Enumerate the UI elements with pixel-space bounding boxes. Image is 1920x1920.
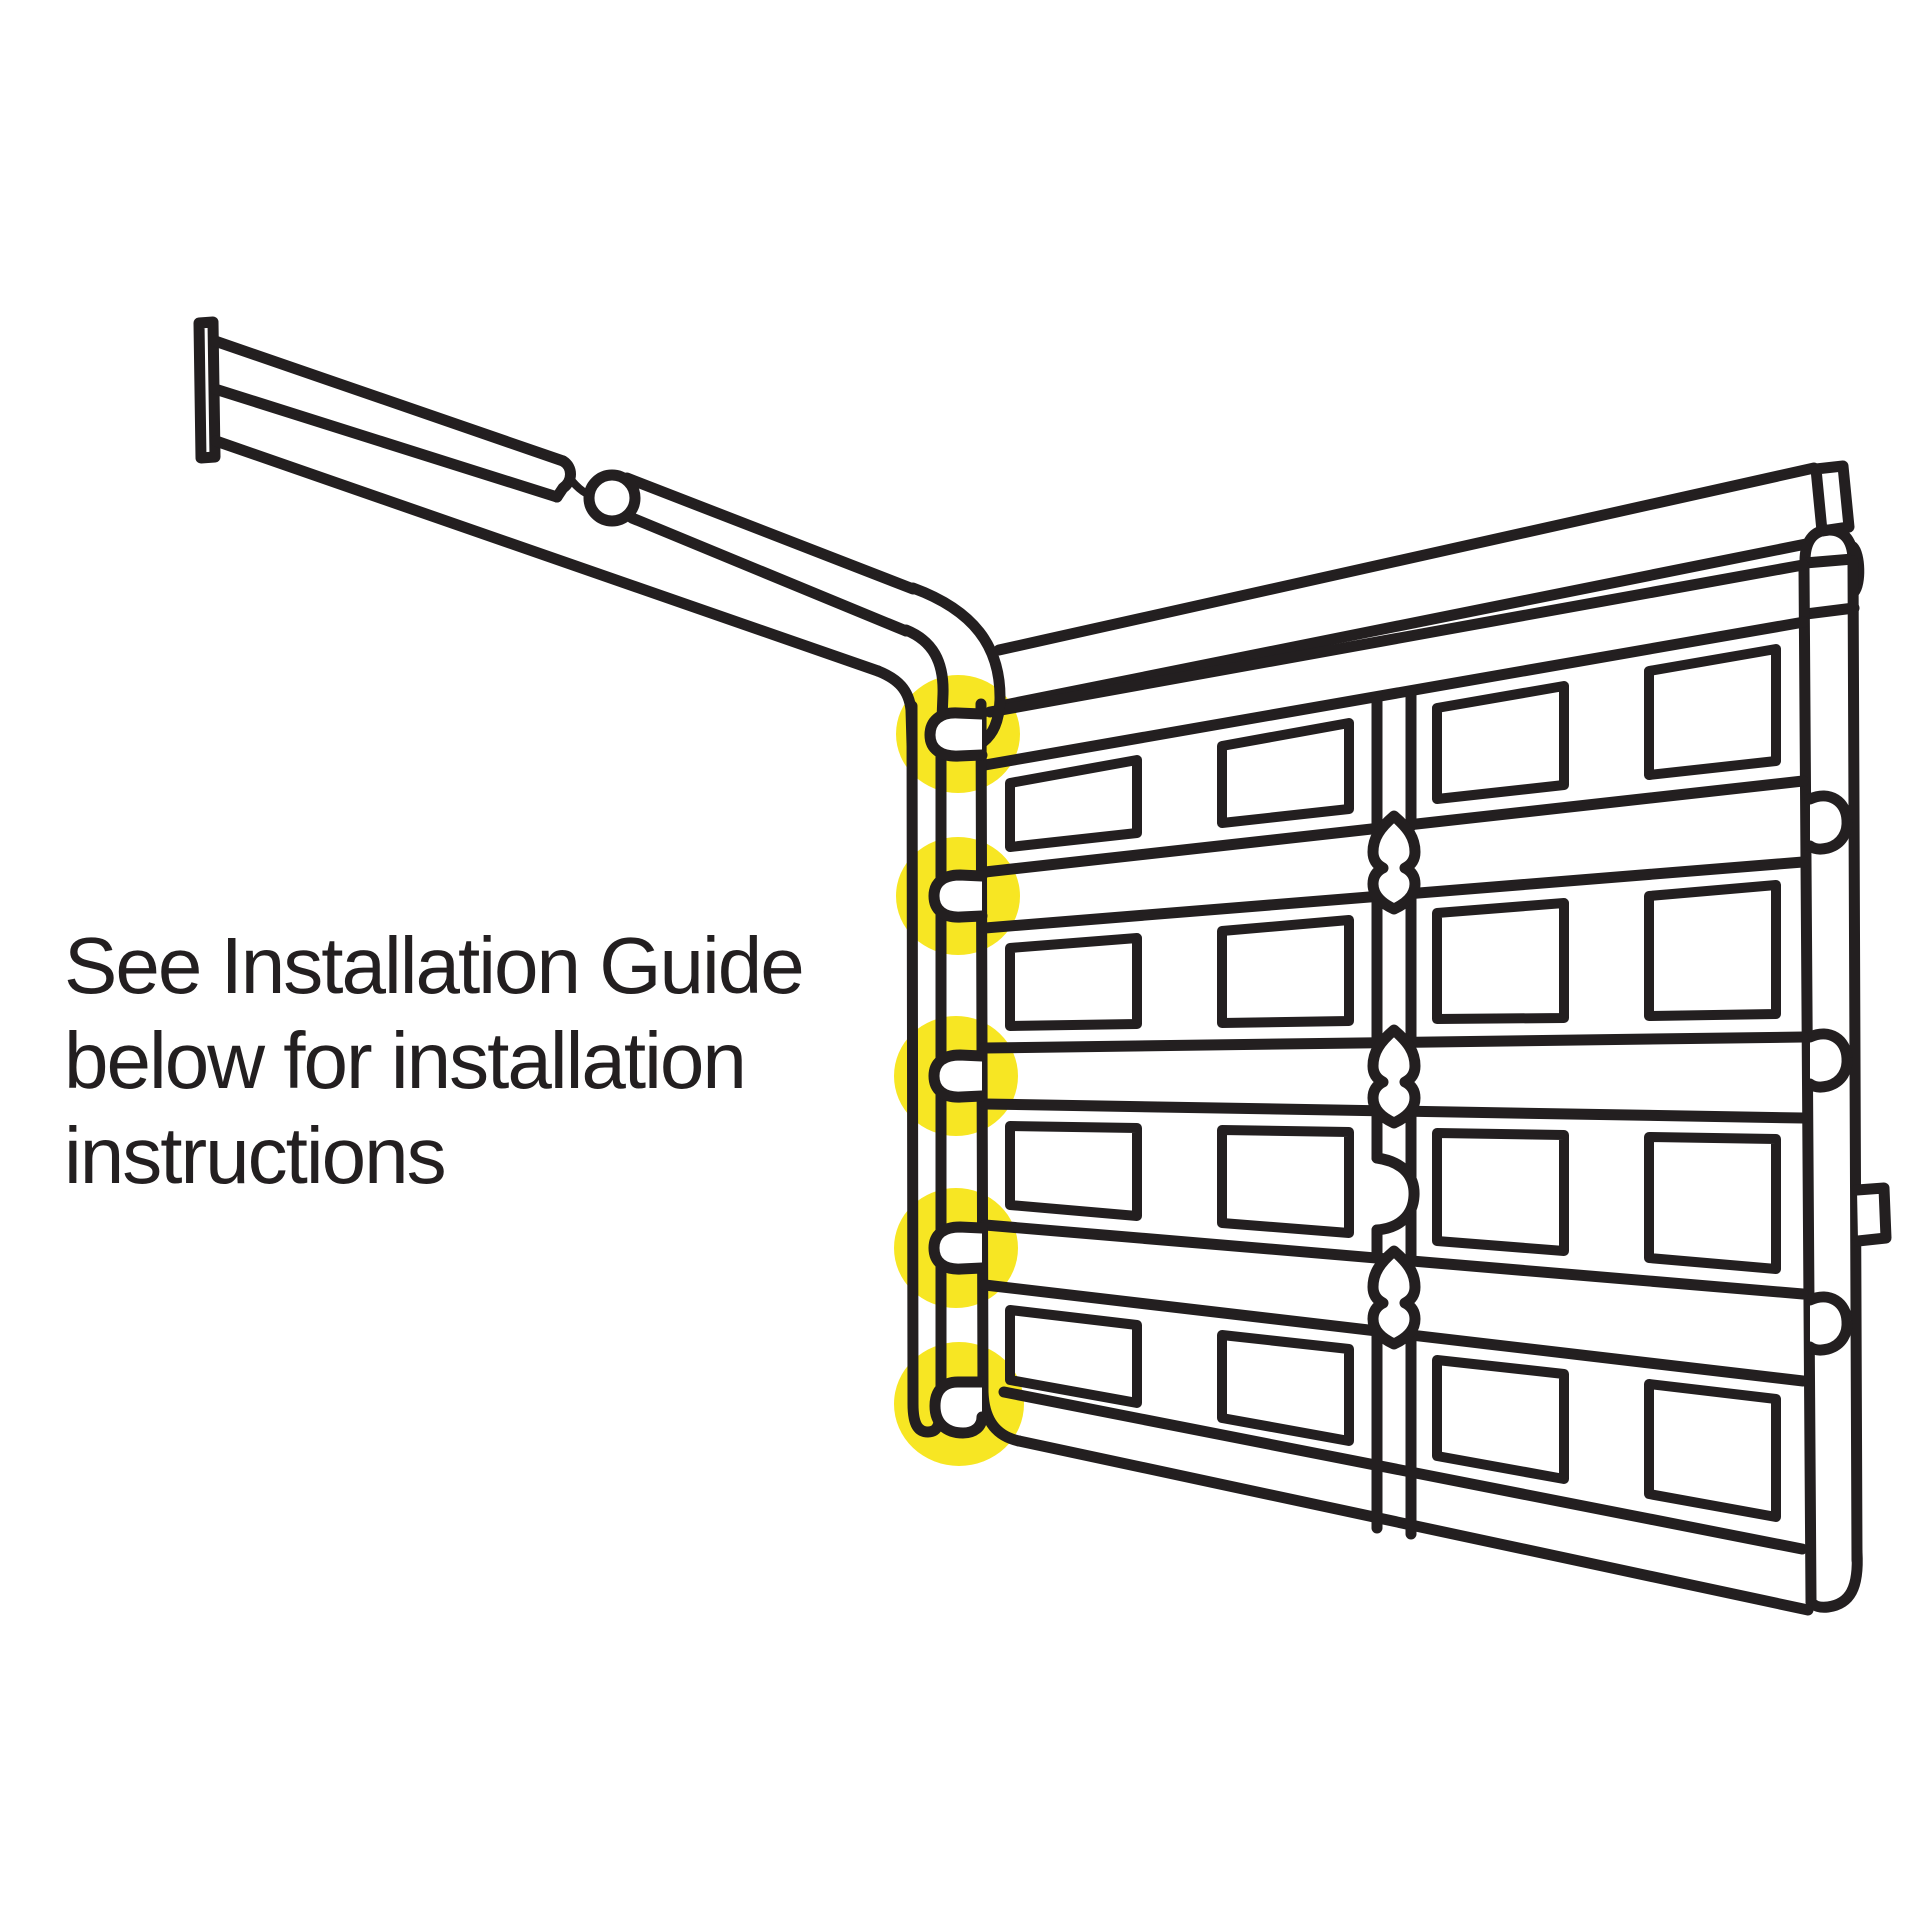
roller-icon [928,869,988,923]
door-windows-row-2 [1005,880,1781,1031]
door-window [1432,898,1569,1024]
lift-handle-icon [1371,1152,1420,1236]
door-window [1644,644,1781,780]
door-window [1644,1379,1781,1522]
door-window [1217,915,1354,1028]
roller-icon [924,707,988,762]
header-band [993,462,1820,712]
door-windows-row-1 [1005,644,1781,852]
door-windows-row-4 [1005,1305,1781,1522]
horizontal-opener-rail [193,316,919,677]
garage-door [975,559,1814,1616]
door-window [1005,1305,1142,1408]
door-windows-row-3 [1005,1121,1781,1274]
door-rollers [924,707,988,1439]
caption: See Installation Guide below for install… [64,918,805,1203]
door-window [1644,880,1781,1021]
caption-line: instructions [64,1111,447,1200]
door-window [1005,933,1142,1031]
stile-ornament [1367,810,1421,915]
stile-ornament [1367,1024,1421,1129]
right-vertical-track [1798,524,1892,1613]
roller-icon [928,1221,988,1275]
door-window [1217,718,1354,828]
caption-line: See Installation Guide [64,921,805,1010]
door-window [1644,1132,1781,1274]
door-window [1432,1128,1569,1256]
wall-bracket [193,316,221,464]
stile-ornament [1367,1245,1421,1350]
right-roller-bump [1804,1028,1853,1093]
door-window [1005,1121,1142,1221]
right-roller-bump [1804,1291,1853,1356]
right-roller-bump [1804,790,1853,855]
door-window [1432,1355,1569,1484]
roller-icon [928,1049,988,1103]
rail-joint-circle [583,469,641,527]
door-window [1217,1330,1354,1446]
door-window [1217,1125,1354,1238]
flag-bracket [1810,460,1855,537]
caption-line: below for installation [64,1016,747,1105]
door-window [1432,681,1569,804]
roller-icon [929,1376,988,1439]
right-track-square-tab [1851,1182,1892,1247]
door-window [1005,755,1142,852]
